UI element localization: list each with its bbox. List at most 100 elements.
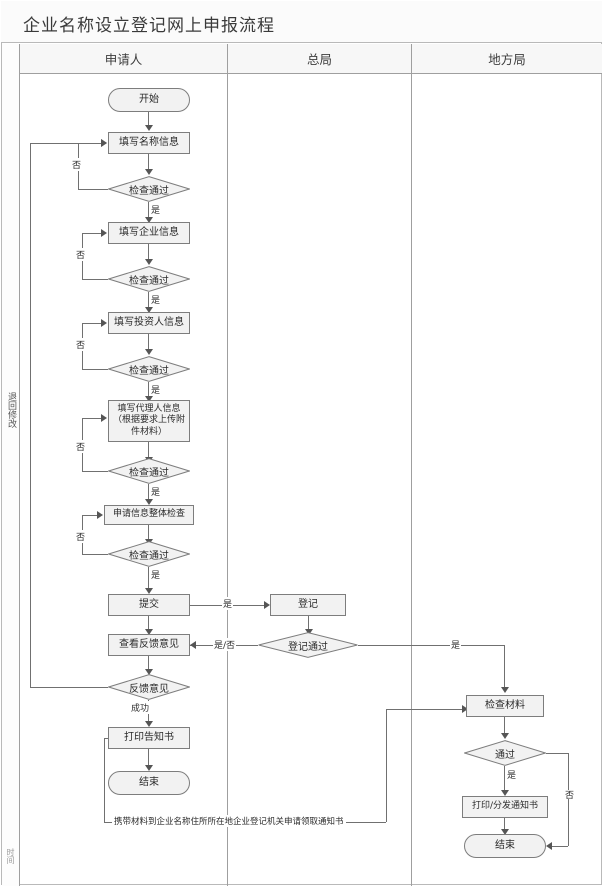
node-register-pass-label: 登记通过: [288, 641, 328, 653]
arrow-down-icon: [145, 765, 153, 771]
diamond-icon: [108, 266, 190, 292]
arrow-right-icon: [101, 414, 107, 422]
arrow-left-icon: [546, 842, 552, 850]
node-check1[interactable]: 检查通过: [108, 176, 190, 202]
edge-start-to-fillname: [148, 112, 149, 126]
node-check-material-label: 检查材料: [485, 699, 525, 711]
edge-overall-to-check5: [148, 525, 149, 540]
edge-check4-no-h: [82, 471, 108, 472]
arrow-right-icon: [101, 319, 107, 327]
node-register[interactable]: 登记: [270, 594, 346, 616]
left-rail: [2, 44, 20, 886]
edge-label-no: 否: [562, 790, 575, 799]
edge-check2-no-h: [82, 279, 108, 280]
node-fill-company[interactable]: 填写企业信息: [108, 222, 190, 244]
arrow-down-icon: [145, 169, 153, 175]
edge-check4-no-in: [82, 418, 102, 419]
node-register-label: 登记: [298, 598, 318, 610]
edge-registerpass-yes-v: [504, 645, 505, 688]
node-submit[interactable]: 提交: [108, 594, 190, 616]
edge-annotation-stub: [104, 738, 108, 739]
node-fill-investor[interactable]: 填写投资人信息: [108, 312, 190, 334]
lane-body-applicant: [20, 74, 228, 886]
node-end-local[interactable]: 结束: [464, 834, 546, 858]
node-fill-name[interactable]: 填写名称信息: [108, 132, 190, 154]
edge-label-yes: 是: [150, 203, 162, 216]
return-modify-label: 退回修改: [6, 392, 16, 428]
node-overall-check[interactable]: 申请信息整体检查: [104, 505, 194, 525]
edge-fillagent-to-check4: [148, 442, 149, 458]
edge-feedback-return-in: [30, 143, 102, 144]
edge-check3-no-in: [82, 323, 102, 324]
node-feedback-label: 反馈意见: [129, 683, 169, 695]
node-check2[interactable]: 检查通过: [108, 266, 190, 292]
edge-printdistribute-to-end: [504, 818, 505, 830]
arrow-down-icon: [145, 499, 153, 505]
node-view-feedback-label: 查看反馈意见: [119, 638, 179, 650]
node-fill-name-label: 填写名称信息: [119, 136, 179, 148]
arrow-right-icon: [462, 705, 468, 713]
node-end-applicant-label: 结束: [139, 776, 159, 788]
diamond-icon: [108, 356, 190, 382]
node-check3-label: 检查通过: [129, 365, 169, 377]
node-start-label: 开始: [139, 93, 159, 105]
node-print-distribute[interactable]: 打印/分发通知书: [462, 796, 548, 818]
node-feedback[interactable]: 反馈意见: [108, 674, 190, 700]
node-check5[interactable]: 检查通过: [108, 541, 190, 567]
arrow-right-icon: [97, 511, 103, 519]
node-view-feedback[interactable]: 查看反馈意见: [108, 634, 190, 656]
arrow-down-icon: [501, 687, 509, 693]
edge-label-no: 否: [71, 158, 83, 171]
node-check3[interactable]: 检查通过: [108, 356, 190, 382]
node-fill-company-label: 填写企业信息: [119, 226, 179, 238]
edge-label-yes: 是: [450, 638, 462, 651]
lane-header-local-bureau: 地方局: [412, 44, 602, 74]
edge-label-no: 否: [75, 338, 87, 351]
edge-submit-to-viewfeedback: [148, 616, 149, 630]
arrow-down-icon: [145, 396, 153, 402]
edge-annotation-to-checkmaterial: [386, 709, 464, 710]
node-end-local-label: 结束: [495, 839, 515, 851]
node-fill-agent[interactable]: 填写代理人信息 （根据要求上传附 件材料）: [108, 400, 190, 442]
node-end-applicant[interactable]: 结束: [108, 771, 190, 795]
edge-label-no: 否: [75, 440, 87, 453]
arrow-down-icon: [501, 733, 509, 739]
node-fill-agent-line2: （根据要求上传附: [112, 415, 185, 426]
edge-fillname-to-check1: [148, 154, 149, 170]
edge-annotation-v: [104, 738, 105, 822]
diamond-icon: [108, 541, 190, 567]
arrow-down-icon: [145, 669, 153, 675]
edge-check1-yes: [148, 202, 149, 220]
page-title: 企业名称设立登记网上申报流程: [23, 16, 275, 36]
node-check4-label: 检查通过: [129, 467, 169, 479]
diamond-icon: [108, 176, 190, 202]
edge-register-to-pass: [308, 616, 309, 630]
arrow-down-icon: [145, 349, 153, 355]
arrow-down-icon: [501, 790, 509, 796]
edge-feedback-return-h: [30, 687, 108, 688]
node-pass-label: 通过: [495, 749, 515, 761]
edge-registerpass-yes-h: [358, 645, 504, 646]
arrow-down-icon: [305, 629, 313, 635]
node-start[interactable]: 开始: [108, 88, 190, 112]
edge-pass-no-h: [546, 753, 568, 754]
edge-label-yes: 是: [150, 485, 162, 498]
arrow-down-icon: [145, 588, 153, 594]
edge-label-yes: 是: [222, 597, 234, 610]
node-check5-label: 检查通过: [129, 550, 169, 562]
node-print-distribute-label: 打印/分发通知书: [471, 801, 539, 812]
node-print-notice[interactable]: 打印告知书: [108, 727, 190, 749]
edge-check4-yes: [148, 484, 149, 502]
lane-header-applicant: 申请人: [20, 44, 228, 74]
node-fill-agent-line3: 件材料）: [130, 426, 167, 437]
node-check4[interactable]: 检查通过: [108, 458, 190, 484]
node-pass[interactable]: 通过: [464, 740, 546, 766]
node-check-material[interactable]: 检查材料: [466, 695, 544, 717]
edge-check1-no-h: [78, 189, 108, 190]
edge-label-yes: 是: [150, 568, 162, 581]
edge-pass-yes-v: [504, 766, 505, 791]
edge-label-yes-no: 是/否: [213, 638, 237, 651]
arrow-right-icon: [101, 139, 107, 147]
edge-pass-no-v: [568, 753, 569, 846]
node-register-pass[interactable]: 登记通过: [258, 632, 358, 658]
